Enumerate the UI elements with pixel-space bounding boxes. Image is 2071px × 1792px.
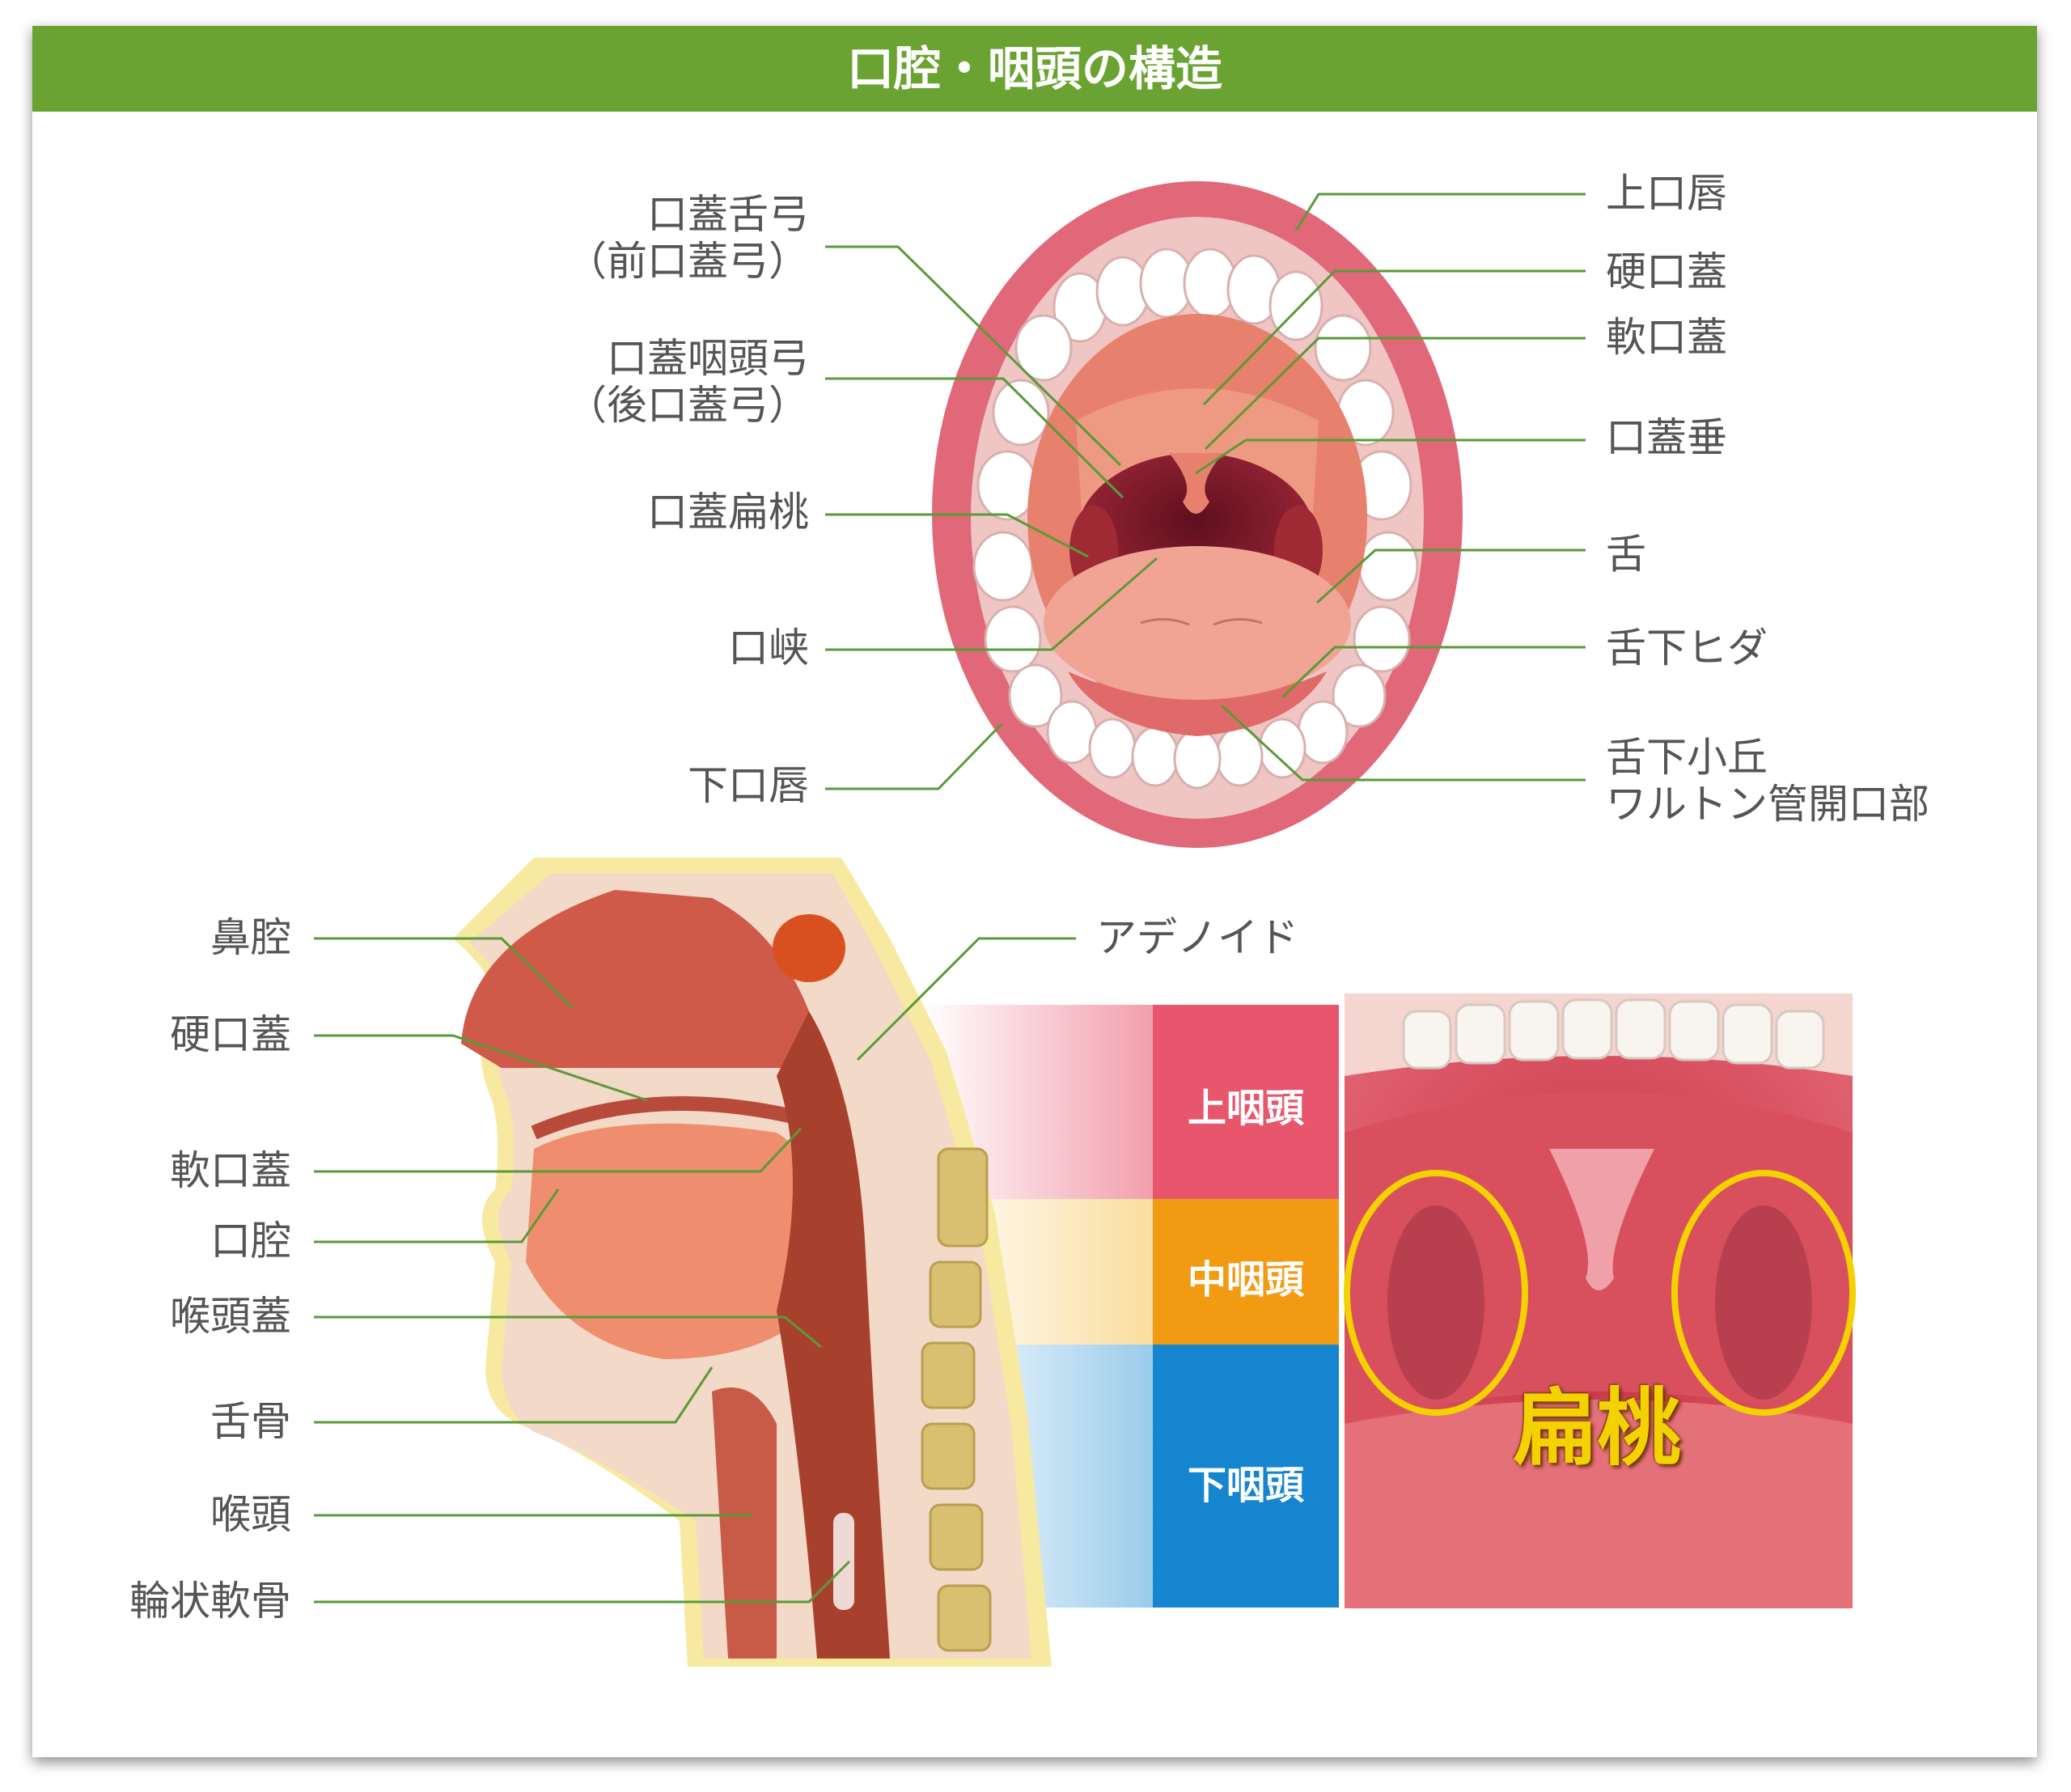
label-palatoglossal-arch: 口蓋舌弓: [647, 191, 809, 238]
label-larynx: 喉頭: [210, 1491, 291, 1538]
throat-photo: [1344, 993, 1856, 1608]
label-palatoglossal-alt: （前口蓋弓）: [566, 238, 809, 285]
label-wharton-duct: ワルトン管開口部: [1606, 781, 1929, 828]
pharynx-zone-blocks: [1153, 1005, 1339, 1608]
figure-title: 口腔・咽頭の構造: [846, 41, 1222, 96]
open-mouth-figure: [932, 181, 1463, 848]
label-upper-lip: 上口唇: [1606, 170, 1727, 217]
label-nasal-cavity: 鼻腔: [210, 914, 291, 961]
label-oral-cavity: 口腔: [210, 1218, 291, 1265]
mouth-leader-lines: [825, 193, 1586, 790]
label-cricoid: 輪状軟骨: [129, 1578, 291, 1625]
zone-epipharynx: 上咽頭: [1187, 1086, 1304, 1131]
label-palatine-tonsil: 口蓋扁桃: [647, 489, 809, 536]
label-tongue: 舌: [1606, 531, 1646, 578]
label-lower-lip: 下口唇: [688, 762, 809, 809]
zone-hypopharynx: 下咽頭: [1187, 1463, 1304, 1508]
tonsil-photo-label: 扁桃: [1513, 1379, 1682, 1477]
label-palatopharyngeal-arch: 口蓋咽頭弓: [607, 335, 809, 382]
sagittal-section-figure: [453, 858, 1165, 1667]
label-section-hard-palate: 硬口蓋: [170, 1011, 291, 1058]
label-uvula: 口蓋垂: [1606, 414, 1727, 461]
label-hyoid: 舌骨: [210, 1398, 291, 1445]
zone-mesopharynx: 中咽頭: [1187, 1257, 1304, 1303]
label-epiglottis: 喉頭蓋: [170, 1293, 291, 1340]
label-sublingual-fold: 舌下ヒダ: [1606, 625, 1768, 671]
title-banner: [32, 26, 2037, 112]
label-fauces: 口峡: [728, 625, 809, 671]
label-section-soft-palate: 軟口蓋: [170, 1147, 291, 1194]
label-palatopharyngeal-alt: （後口蓋弓）: [566, 382, 809, 429]
section-leader-lines: [314, 937, 1076, 1603]
label-adenoid: アデノイド: [1096, 914, 1298, 961]
label-sublingual-caruncle: 舌下小丘: [1606, 734, 1768, 781]
label-hard-palate: 硬口蓋: [1606, 248, 1727, 295]
label-soft-palate: 軟口蓋: [1606, 314, 1727, 361]
